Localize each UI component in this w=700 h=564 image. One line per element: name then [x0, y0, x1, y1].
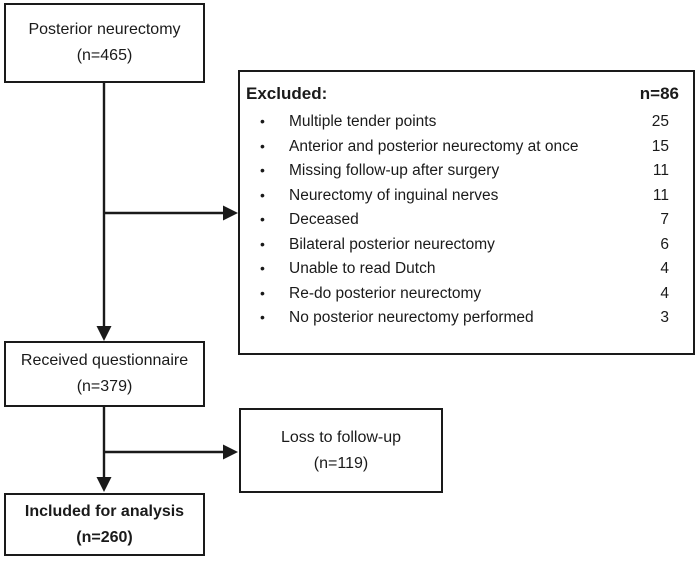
bullet-icon: •: [260, 186, 265, 203]
excluded-item-label: Re-do posterior neurectomy: [289, 284, 482, 302]
box-excluded: Excluded: n=86 • Multiple tender points …: [238, 70, 695, 355]
excluded-item-label: Anterior and posterior neurectomy at onc…: [289, 137, 579, 155]
excluded-item-label: Neurectomy of inguinal nerves: [289, 186, 499, 204]
box-title: Included for analysis: [24, 502, 185, 520]
excluded-item-row: • Unable to read Dutch 4: [246, 260, 693, 285]
box-title: Loss to follow-up: [280, 428, 402, 446]
excluded-item-count: 25: [651, 113, 669, 130]
box-count: (n=465): [76, 47, 133, 64]
excluded-item-row: • No posterior neurectomy performed 3: [246, 309, 693, 334]
bullet-icon: •: [260, 137, 265, 154]
excluded-item-row: • Bilateral posterior neurectomy 6: [246, 236, 693, 261]
excluded-item-count: 3: [660, 309, 669, 326]
box-title: Received questionnaire: [20, 352, 189, 369]
box-count: (n=260): [76, 528, 133, 546]
bullet-icon: •: [260, 113, 265, 129]
bullet-icon: •: [260, 162, 265, 178]
arrow-down-icon: [96, 326, 112, 341]
excluded-item-count: 4: [660, 260, 669, 277]
box-included-for-analysis: Included for analysis (n=260): [4, 493, 205, 556]
box-count: (n=119): [313, 454, 369, 472]
excluded-item-row: • Missing follow-up after surgery 11: [246, 162, 693, 187]
box-loss-to-followup: Loss to follow-up (n=119): [239, 408, 443, 493]
box-title: Posterior neurectomy: [28, 21, 181, 38]
bullet-icon: •: [260, 235, 265, 252]
excluded-item-count: 6: [660, 235, 669, 253]
excluded-item-row: • Multiple tender points 25: [246, 113, 693, 138]
arrow-right-icon: [223, 444, 238, 460]
excluded-item-count: 11: [652, 186, 669, 204]
arrow-right-icon: [223, 205, 238, 221]
excluded-item-count: 7: [660, 211, 669, 228]
excluded-item-row: • Neurectomy of inguinal nerves 11: [246, 187, 693, 212]
excluded-item-row: • Re-do posterior neurectomy 4: [246, 285, 693, 310]
excluded-item-label: Unable to read Dutch: [289, 260, 436, 277]
bullet-icon: •: [260, 260, 265, 276]
excluded-item-row: • Deceased 7: [246, 211, 693, 236]
excluded-total: n=86: [639, 84, 679, 103]
excluded-header: Excluded: n=86: [246, 84, 693, 104]
arrow-down-icon: [96, 477, 112, 492]
excluded-item-label: Bilateral posterior neurectomy: [289, 235, 495, 253]
box-received-questionnaire: Received questionnaire (n=379): [4, 341, 205, 407]
box-posterior-neurectomy: Posterior neurectomy (n=465): [4, 3, 205, 83]
box-count: (n=379): [76, 378, 133, 395]
excluded-item-count: 15: [651, 137, 669, 155]
bullet-icon: •: [260, 309, 265, 325]
excluded-title: Excluded:: [246, 84, 328, 103]
excluded-item-label: Multiple tender points: [289, 113, 437, 130]
bullet-icon: •: [260, 211, 265, 227]
excluded-item-label: Missing follow-up after surgery: [289, 162, 500, 179]
excluded-item-label: No posterior neurectomy performed: [289, 309, 534, 326]
bullet-icon: •: [260, 284, 265, 301]
excluded-item-count: 11: [652, 162, 669, 179]
excluded-item-label: Deceased: [289, 211, 359, 228]
excluded-list: • Multiple tender points 25 • Anterior a…: [246, 113, 693, 334]
excluded-item-row: • Anterior and posterior neurectomy at o…: [246, 138, 693, 163]
excluded-item-count: 4: [660, 284, 669, 302]
